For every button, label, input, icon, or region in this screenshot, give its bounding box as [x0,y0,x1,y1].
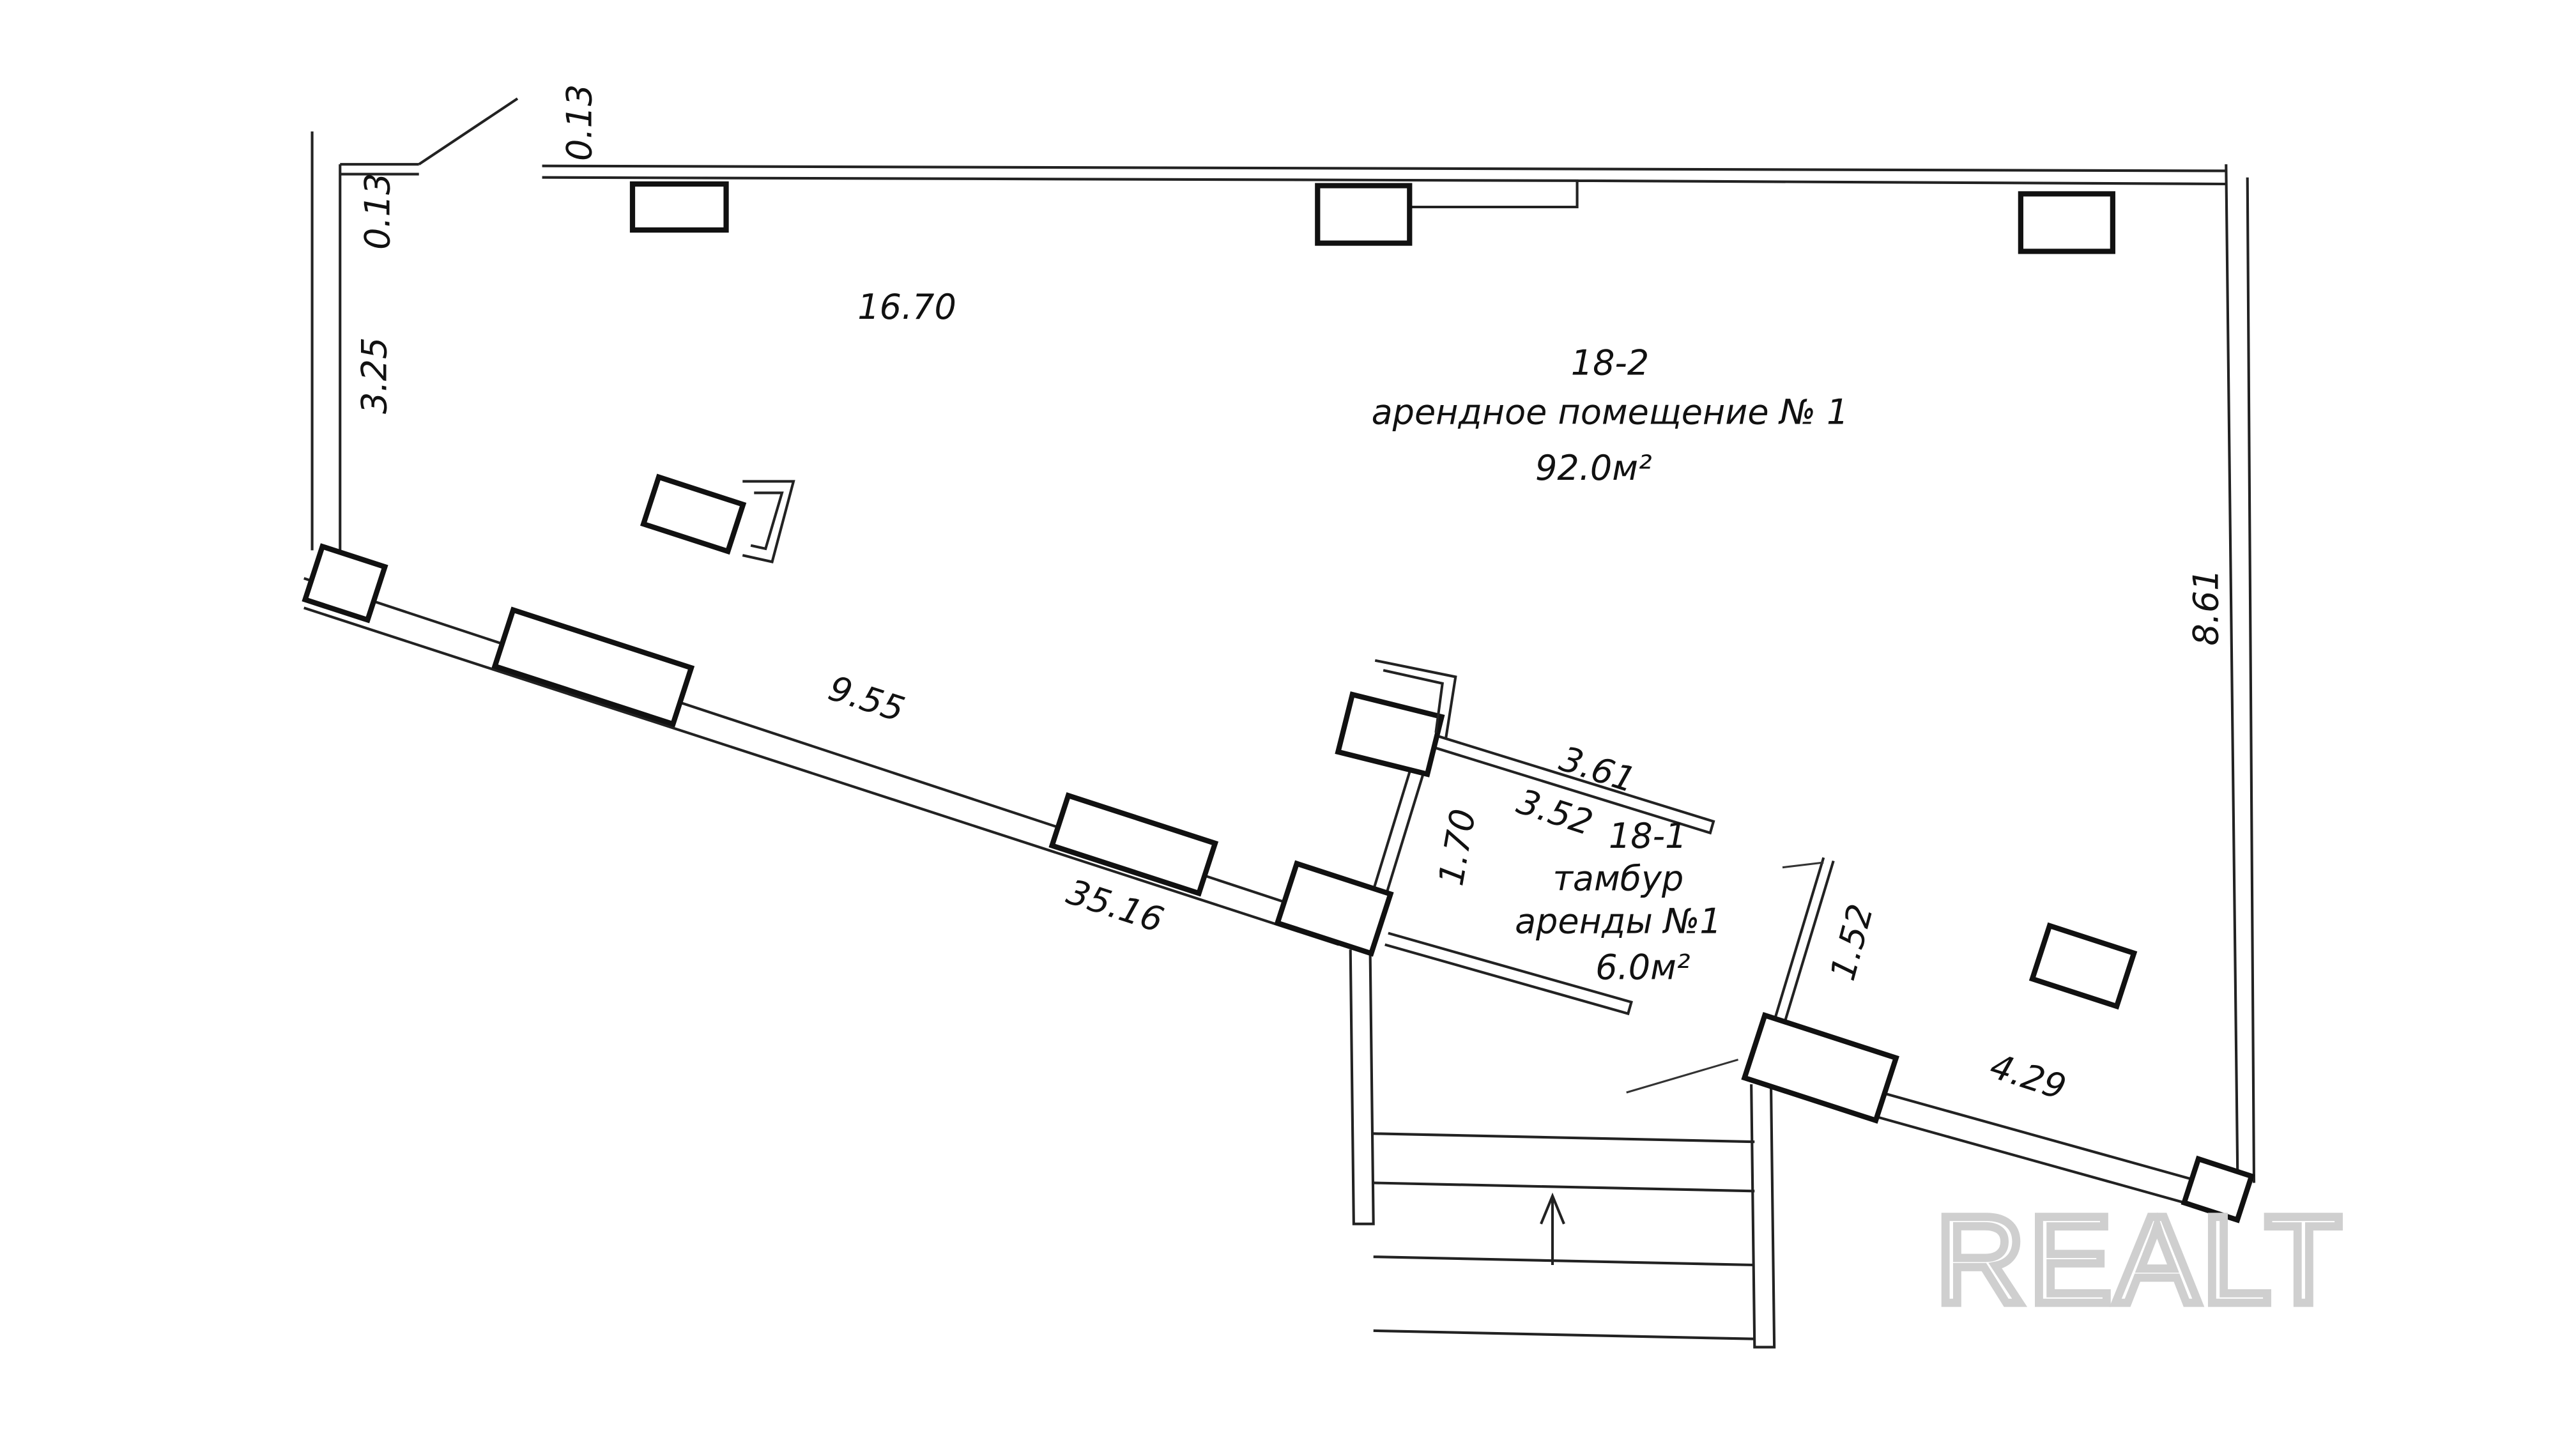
dim-vest-top-inner: 3.52 [1512,781,1598,843]
room-main-code: 18-2 [1571,342,1650,383]
realt-watermark: REALT [1935,1190,2345,1330]
room-vest-code: 18-1 [1609,816,1687,856]
stairs [1373,1132,1755,1340]
room-vest-area: 6.0м² [1595,947,1690,988]
room-vest-name2: аренды №1 [1515,901,1722,942]
dim-top-wall: 16.70 [857,287,956,327]
dim-diag-wall: 9.55 [824,668,909,730]
dim-left-wall: 3.25 [354,337,394,414]
dim-diag-total: 35.16 [1062,871,1168,940]
dim-bottom-right: 4.29 [1985,1046,2071,1108]
columns [302,181,2255,1223]
room-main-name: арендное помещение № 1 [1372,392,1849,432]
dim-vest-top-outer: 3.61 [1555,739,1641,801]
dim-vest-left: 1.70 [1430,806,1483,888]
dim-top-stub: 0.13 [560,84,600,161]
dim-right-wall: 8.61 [2186,569,2226,645]
dim-vest-right: 1.52 [1822,900,1881,985]
walls [303,97,2256,1349]
room-main-area: 92.0м² [1535,448,1652,488]
room-vest-name1: тамбур [1552,859,1683,899]
dim-left-stub: 0.13 [357,173,397,250]
